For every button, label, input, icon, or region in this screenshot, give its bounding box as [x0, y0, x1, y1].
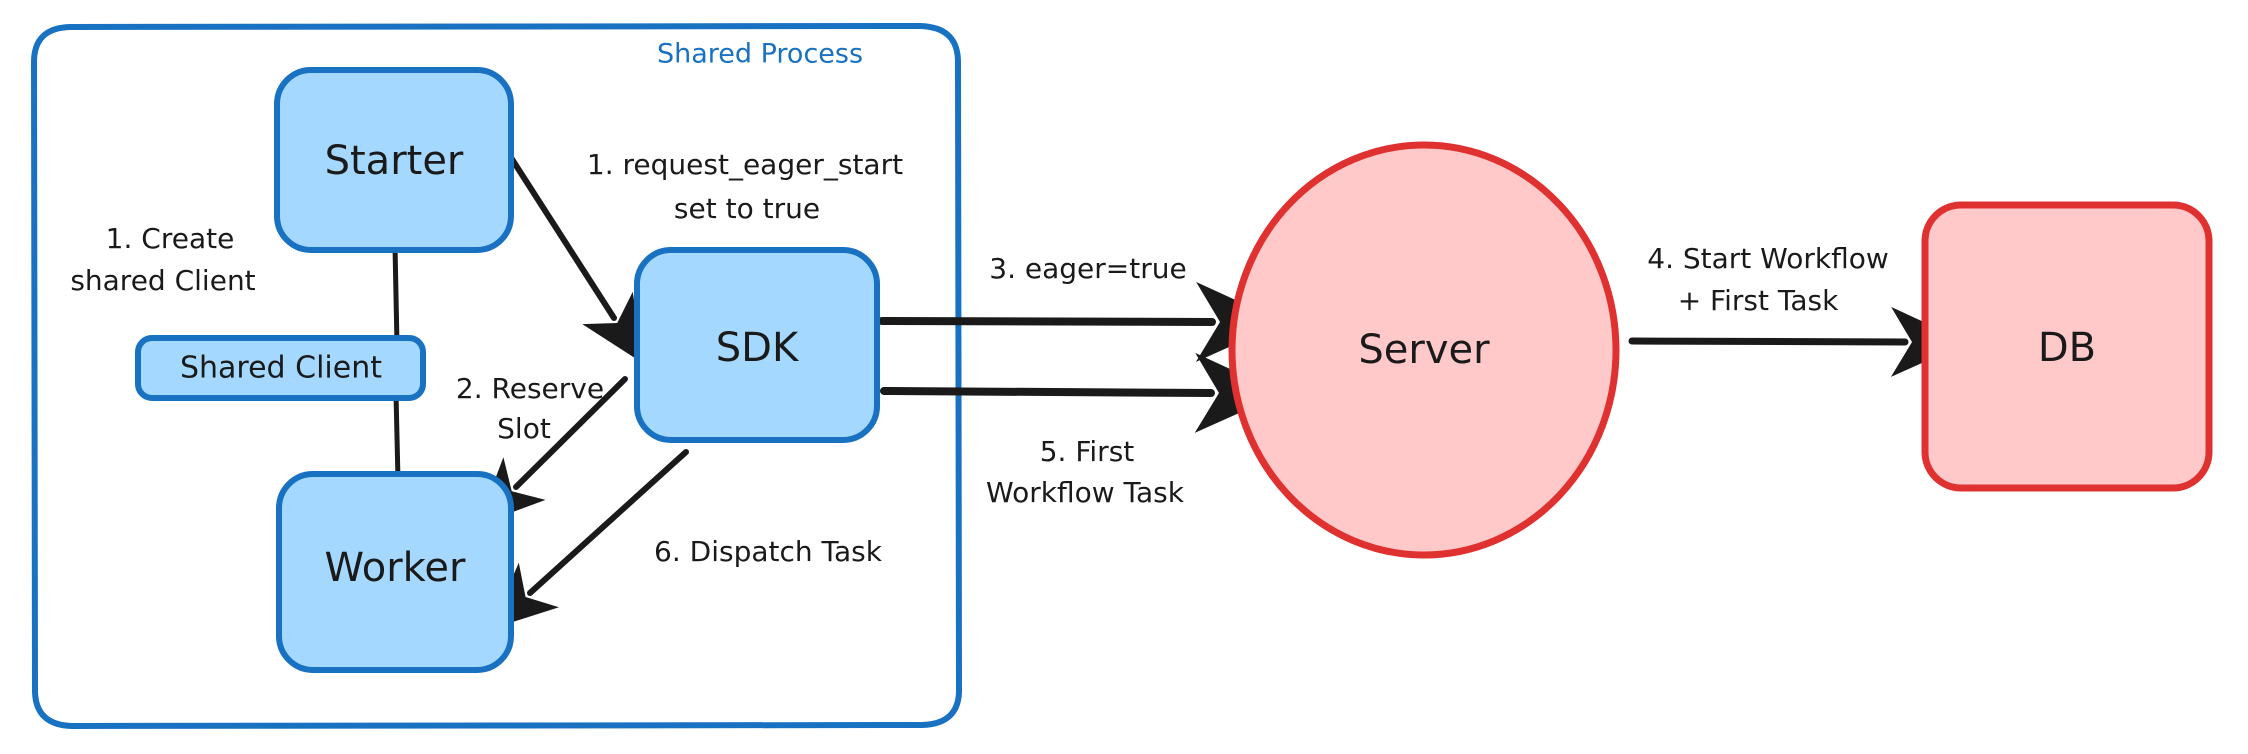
edge-label-create-shared-client: 1. Create shared Client [70, 222, 255, 297]
node-server-label: Server [1358, 327, 1490, 373]
edge-label-dispatch-task-line1: 6. Dispatch Task [654, 535, 883, 568]
edge-reserve-slot-arrow[interactable] [477, 376, 628, 526]
edge-label-reserve-slot-line2: Slot [497, 412, 551, 445]
node-db-shape [1921, 201, 2213, 492]
node-starter-label: Starter [325, 138, 464, 184]
shared-process-group[interactable]: Shared Process [31, 23, 962, 729]
node-db[interactable]: DB [1921, 201, 2213, 492]
edge-dispatch-task-arrow[interactable] [489, 449, 689, 630]
edge-label-request-eager-start: 1. request_eager_start set to true [587, 148, 903, 225]
edge-label-first-workflow-task: 5. First Workflow Task [986, 435, 1185, 509]
edge-label-eager-true-line1: 3. eager=true [989, 252, 1186, 285]
edge-label-create-shared-client-line2: shared Client [70, 264, 255, 297]
edge-label-create-shared-client-line1: 1. Create [106, 222, 235, 255]
edge-label-start-workflow-line1: 4. Start Workflow [1647, 242, 1889, 275]
node-shared-client[interactable]: Shared Client [135, 335, 426, 401]
shared-process-label: Shared Process [657, 39, 863, 70]
node-worker-shape [276, 471, 514, 673]
edge-label-reserve-slot: 2. Reserve Slot [456, 372, 604, 445]
node-sdk-label: SDK [716, 325, 800, 371]
shared-process-border [31, 23, 962, 729]
node-shared-client-label: Shared Client [180, 351, 382, 386]
node-server[interactable]: Server [1228, 141, 1620, 559]
node-sdk[interactable]: SDK [634, 247, 880, 443]
edge-label-first-workflow-task-line1: 5. First [1040, 435, 1135, 468]
node-server-shape [1228, 141, 1620, 559]
edge-label-reserve-slot-line1: 2. Reserve [456, 372, 604, 405]
node-starter-shape [274, 67, 514, 253]
edge-start-workflow-arrow[interactable] [1628, 306, 1968, 377]
edge-create-shared-client-line[interactable] [392, 243, 400, 348]
node-worker[interactable]: Worker [276, 471, 514, 673]
node-starter[interactable]: Starter [274, 67, 514, 253]
node-db-label: DB [2038, 325, 2096, 371]
edge-first-workflow-task-arrow[interactable] [880, 352, 1283, 433]
node-shared-client-shape [135, 335, 426, 401]
edge-label-request-eager-start-line1: 1. request_eager_start [587, 148, 903, 181]
node-sdk-shape [634, 247, 880, 443]
edge-label-request-eager-start-line2: set to true [674, 192, 820, 225]
edge-label-dispatch-task: 6. Dispatch Task [654, 535, 883, 568]
edge-label-start-workflow-line2: + First Task [1678, 284, 1839, 317]
edge-eager-true-arrow[interactable] [878, 281, 1284, 362]
edge-label-eager-true: 3. eager=true [989, 252, 1186, 285]
edge-request-eager-start-arrow[interactable] [505, 150, 644, 364]
node-worker-label: Worker [325, 545, 466, 591]
edge-label-first-workflow-task-line2: Workflow Task [986, 476, 1185, 509]
edge-label-start-workflow: 4. Start Workflow + First Task [1647, 242, 1889, 317]
edge-shared-client-worker-line[interactable] [393, 391, 401, 483]
